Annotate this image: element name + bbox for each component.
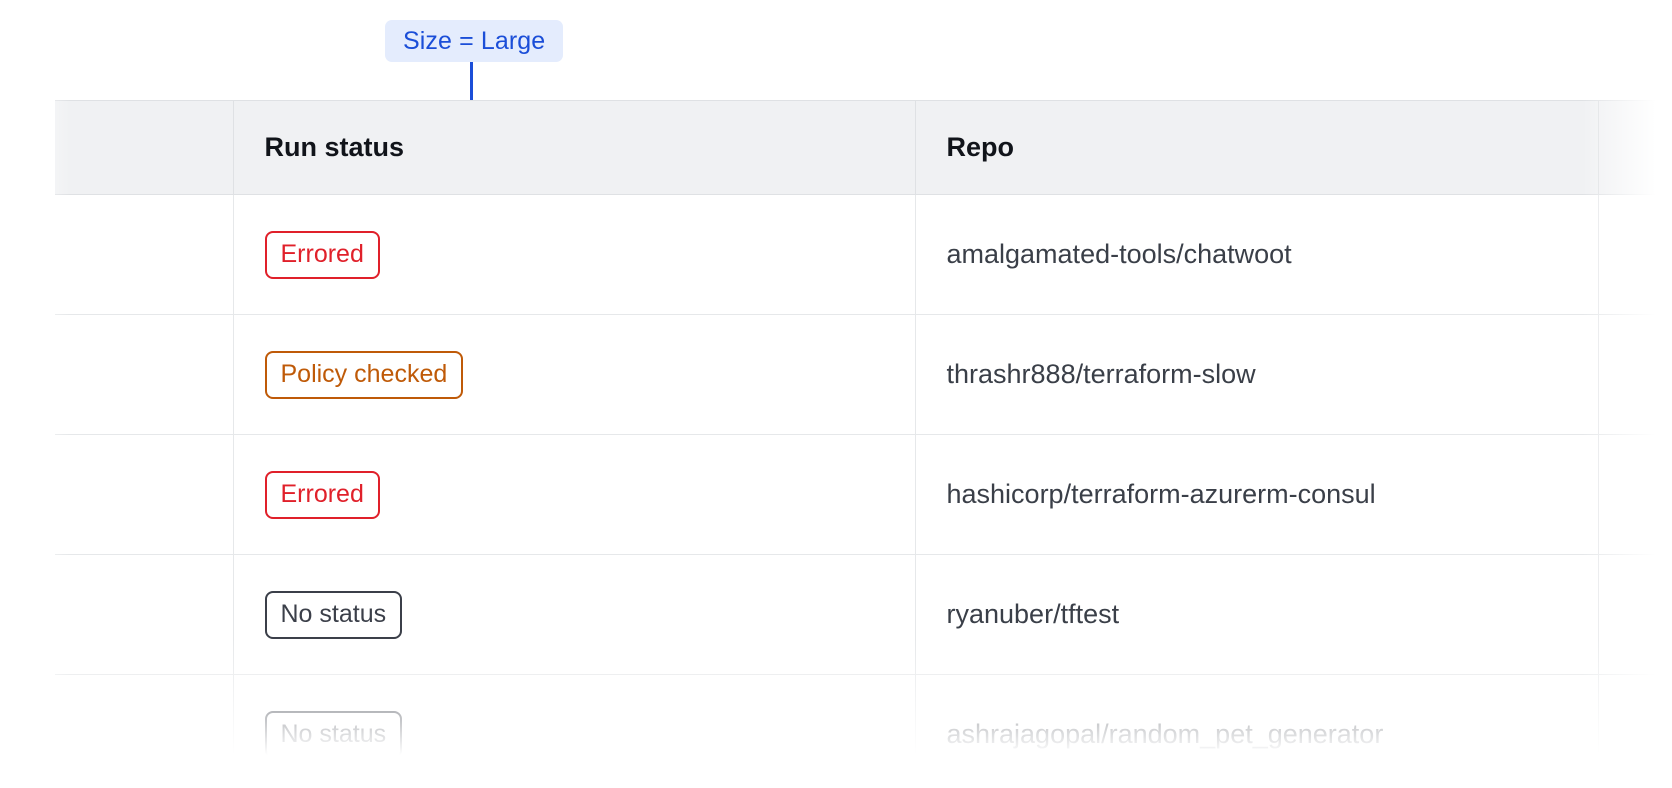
row-tail-cell bbox=[1598, 194, 1672, 315]
repo-cell[interactable]: ashrajagopal/random_pet_generator bbox=[915, 674, 1599, 788]
column-header-run-status[interactable]: Run status bbox=[233, 100, 916, 195]
table-row[interactable]: Policy checked thrashr888/terraform-slow bbox=[55, 314, 1672, 435]
repo-cell[interactable]: hashicorp/terraform-azurerm-consul bbox=[915, 434, 1599, 555]
status-badge[interactable]: No status bbox=[264, 590, 403, 639]
repo-cell[interactable]: ryanuber/tftest bbox=[915, 554, 1599, 675]
status-badge-label: Errored bbox=[280, 480, 364, 508]
size-callout-badge: Size = Large bbox=[385, 20, 564, 62]
table-row[interactable]: No status ashrajagopal/random_pet_genera… bbox=[55, 674, 1672, 788]
runs-table: Run status Repo Errored amalgamated-tool… bbox=[55, 100, 1672, 788]
repo-cell[interactable]: thrashr888/terraform-slow bbox=[915, 314, 1599, 435]
run-status-cell: No status bbox=[233, 554, 916, 675]
runs-table-container: Run status Repo Errored amalgamated-tool… bbox=[0, 100, 1672, 788]
row-tail-cell bbox=[1598, 674, 1672, 788]
row-tail-cell bbox=[1598, 314, 1672, 435]
run-status-cell: Errored bbox=[233, 434, 916, 555]
table-row[interactable]: No status ryanuber/tftest bbox=[55, 554, 1672, 675]
status-badge-label: Errored bbox=[280, 240, 364, 268]
table-header: Run status Repo bbox=[55, 100, 1672, 195]
row-select-cell[interactable] bbox=[55, 554, 234, 675]
column-header-tail bbox=[1598, 100, 1672, 195]
row-select-cell[interactable] bbox=[55, 314, 234, 435]
row-tail-cell bbox=[1598, 554, 1672, 675]
table-row[interactable]: Errored hashicorp/terraform-azurerm-cons… bbox=[55, 434, 1672, 555]
status-badge[interactable]: Policy checked bbox=[264, 350, 464, 399]
column-header-select[interactable] bbox=[55, 100, 234, 195]
status-badge-label: No status bbox=[280, 720, 387, 748]
run-status-cell: No status bbox=[233, 674, 916, 788]
table-row[interactable]: Errored amalgamated-tools/chatwoot bbox=[55, 194, 1672, 315]
row-select-cell[interactable] bbox=[55, 434, 234, 555]
status-badge[interactable]: Errored bbox=[264, 470, 380, 519]
table-body: Errored amalgamated-tools/chatwoot Polic… bbox=[55, 194, 1672, 788]
status-badge-label: No status bbox=[280, 600, 387, 628]
row-select-cell[interactable] bbox=[55, 674, 234, 788]
run-status-cell: Errored bbox=[233, 194, 916, 315]
run-status-cell: Policy checked bbox=[233, 314, 916, 435]
status-badge-label: Policy checked bbox=[280, 360, 448, 388]
row-tail-cell bbox=[1598, 434, 1672, 555]
repo-cell[interactable]: amalgamated-tools/chatwoot bbox=[915, 194, 1599, 315]
row-select-cell[interactable] bbox=[55, 194, 234, 315]
table-header-row: Run status Repo bbox=[55, 100, 1672, 195]
status-badge[interactable]: Errored bbox=[264, 230, 380, 279]
column-header-repo[interactable]: Repo bbox=[915, 100, 1599, 195]
status-badge[interactable]: No status bbox=[264, 710, 403, 759]
size-callout-label: Size = Large bbox=[403, 26, 546, 55]
